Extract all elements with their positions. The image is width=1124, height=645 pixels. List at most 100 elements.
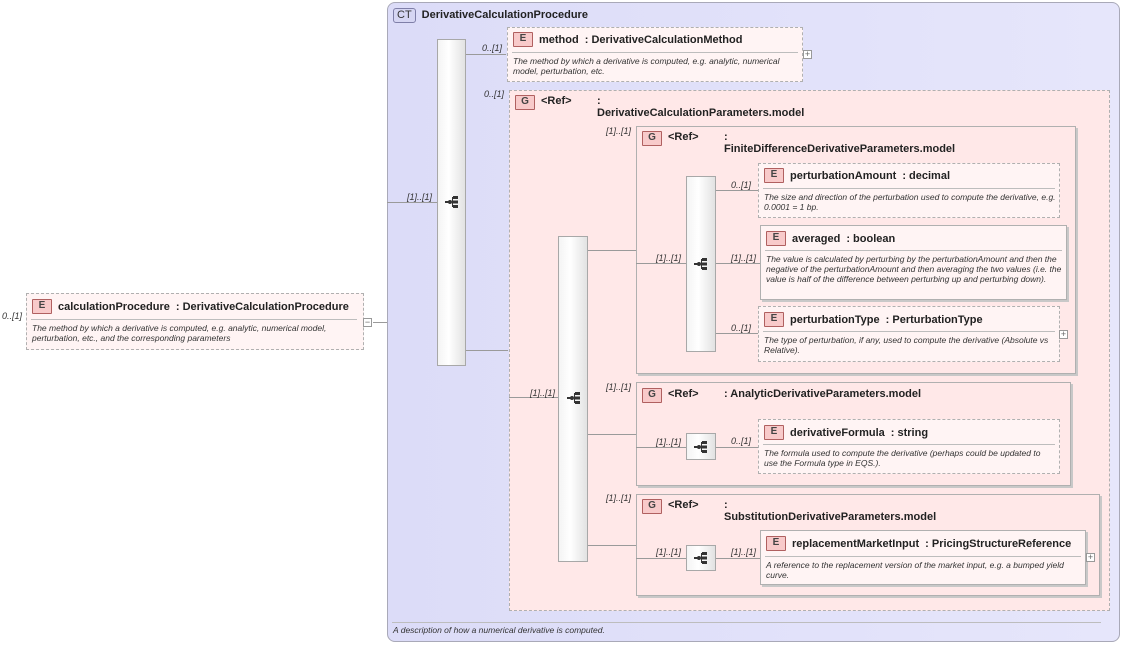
derivative-formula-description: The formula used to compute the derivati…: [764, 448, 1041, 468]
expand-icon[interactable]: +: [1086, 552, 1095, 562]
substitution-ref: <Ref>: [668, 499, 699, 511]
separator: [763, 444, 1055, 445]
perturbation-amount-cardinality: 0..[1]: [731, 180, 752, 190]
analytic-seq-cardinality: [1]..[1]: [656, 437, 682, 447]
sequence-icon: [694, 441, 707, 453]
substitution-cardinality: [1]..[1]: [606, 493, 632, 503]
separator: [765, 556, 1081, 557]
connector-line: [636, 447, 686, 448]
perturbation-type-box[interactable]: E perturbationType : PerturbationType Th…: [758, 306, 1060, 362]
finite-diff-name: : FiniteDifferenceDerivativeParameters.m…: [724, 131, 956, 155]
sequence-icon: [445, 196, 458, 208]
group-badge-icon: G: [642, 499, 662, 514]
analytic-ref: <Ref>: [668, 388, 699, 400]
group-badge-icon: G: [515, 95, 535, 110]
connector-line: [588, 250, 636, 251]
ct-footer-separator: [392, 622, 1101, 623]
method-cardinality: 0..[1]: [482, 43, 503, 53]
connector-line: [588, 434, 636, 435]
connector-line: [588, 545, 636, 546]
connector-line: [636, 558, 686, 559]
separator: [512, 52, 798, 53]
replacement-description: A reference to the replacement version o…: [766, 560, 1064, 580]
derivative-formula-cardinality: 0..[1]: [731, 436, 752, 446]
sequence-icon: [694, 552, 707, 564]
substitution-header: G <Ref> : SubstitutionDerivativeParamete…: [642, 499, 937, 523]
perturbation-amount-box[interactable]: E perturbationAmount : decimal The size …: [758, 163, 1060, 218]
sequence-cardinality: [1]..[1]: [407, 192, 433, 202]
params-group-cardinality: 0..[1]: [484, 89, 505, 99]
averaged-box[interactable]: E averaged : boolean The value is calcul…: [760, 225, 1067, 300]
perturbation-type-name: perturbationType: [790, 313, 880, 326]
perturbation-type-type: : PerturbationType: [885, 313, 983, 326]
connector-line: [716, 447, 758, 448]
root-element-box[interactable]: E calculationProcedure : DerivativeCalcu…: [26, 293, 364, 350]
separator: [763, 331, 1055, 332]
params-group-ref: <Ref>: [541, 95, 572, 107]
root-element-description: The method by which a derivative is comp…: [32, 323, 327, 343]
method-description: The method by which a derivative is comp…: [513, 56, 780, 76]
connector-line: [466, 54, 506, 55]
analytic-cardinality: [1]..[1]: [606, 382, 632, 392]
element-badge-icon: E: [764, 168, 784, 183]
connector-line: [636, 263, 686, 264]
separator: [765, 250, 1062, 251]
finite-diff-cardinality: [1]..[1]: [606, 126, 632, 136]
replacement-name: replacementMarketInput: [792, 537, 920, 550]
averaged-description: The value is calculated by perturbing by…: [766, 254, 1062, 284]
choice-cardinality: [1]..[1]: [530, 388, 556, 398]
connector-line: [716, 263, 760, 264]
ct-badge-icon: CT: [393, 7, 416, 23]
separator: [763, 188, 1055, 189]
expand-icon[interactable]: +: [803, 49, 812, 59]
substitution-seq-cardinality: [1]..[1]: [656, 547, 682, 557]
root-element-name: calculationProcedure: [58, 300, 170, 313]
separator: [31, 319, 357, 320]
element-badge-icon: E: [766, 536, 786, 551]
collapse-icon[interactable]: −: [363, 317, 372, 327]
method-element-box[interactable]: E method : DerivativeCalculationMethod T…: [507, 27, 803, 82]
averaged-name: averaged: [792, 232, 841, 245]
connector-line: [387, 202, 437, 203]
element-badge-icon: E: [32, 299, 52, 314]
averaged-type: : boolean: [846, 232, 896, 245]
root-cardinality: 0..[1]: [2, 311, 23, 321]
replacement-box[interactable]: E replacementMarketInput : PricingStruct…: [760, 530, 1086, 585]
perturbation-amount-description: The size and direction of the perturbati…: [764, 192, 1056, 212]
params-group-name: : DerivativeCalculationParameters.model: [597, 95, 805, 119]
derivative-formula-box[interactable]: E derivativeFormula : string The formula…: [758, 419, 1060, 474]
finite-diff-header: G <Ref> : FiniteDifferenceDerivativePara…: [642, 131, 956, 155]
finite-diff-seq-cardinality: [1]..[1]: [656, 253, 682, 263]
connector-line: [716, 190, 758, 191]
substitution-name: : SubstitutionDerivativeParameters.model: [724, 499, 937, 523]
sequence-icon: [567, 392, 580, 404]
connector-line: [373, 322, 387, 323]
element-badge-icon: E: [766, 231, 786, 246]
perturbation-amount-type: : decimal: [902, 169, 951, 182]
complex-type-description: A description of how a numerical derivat…: [393, 625, 605, 635]
root-element-type: : DerivativeCalculationProcedure: [175, 300, 349, 313]
perturbation-amount-name: perturbationAmount: [790, 169, 897, 182]
perturbation-type-cardinality: 0..[1]: [731, 323, 752, 333]
complex-type-header: CT DerivativeCalculationProcedure: [393, 7, 588, 23]
connector-line: [716, 558, 760, 559]
derivative-formula-name: derivativeFormula: [790, 426, 885, 439]
element-badge-icon: E: [764, 312, 784, 327]
averaged-cardinality: [1]..[1]: [731, 253, 757, 263]
analytic-header: G <Ref> : AnalyticDerivativeParameters.m…: [642, 388, 929, 403]
finite-diff-ref: <Ref>: [668, 131, 699, 143]
connector-line: [509, 397, 558, 398]
replacement-type: : PricingStructureReference: [925, 537, 1072, 550]
method-name: method: [539, 33, 579, 46]
expand-icon[interactable]: +: [1059, 329, 1068, 339]
replacement-cardinality: [1]..[1]: [731, 547, 757, 557]
params-group-header: G <Ref> : DerivativeCalculationParameter…: [515, 95, 805, 119]
derivative-formula-type: : string: [890, 426, 929, 439]
analytic-name: : AnalyticDerivativeParameters.model: [724, 388, 922, 400]
connector-line: [716, 333, 758, 334]
perturbation-type-description: The type of perturbation, if any, used t…: [764, 335, 1049, 355]
group-badge-icon: G: [642, 388, 662, 403]
element-badge-icon: E: [764, 425, 784, 440]
complex-type-name: DerivativeCalculationProcedure: [421, 9, 588, 21]
element-badge-icon: E: [513, 32, 533, 47]
